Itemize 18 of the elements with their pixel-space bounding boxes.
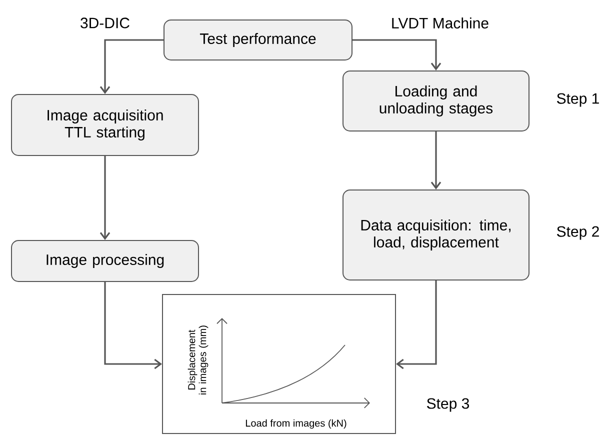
axis-title: Displacement in images (mm) [188,326,208,394]
step-label: Step 3 [427,398,470,412]
branch-label: LVDT Machine [392,18,488,28]
arrow [352,39,442,70]
arrow [100,39,164,94]
arrow [100,156,110,240]
arrow [430,132,442,190]
process-box: Loading and unloading stages [342,70,530,132]
process-box: Image processing [11,240,199,282]
process-box: Test performance [164,20,352,60]
step-label: Step 1 [557,93,599,107]
arrow [104,282,162,370]
branch-label: 3D-DIC [80,18,130,28]
axis-title: Load from images (kN) [246,419,346,429]
process-box: Data acquisition: time, load, displacement [342,190,530,280]
step-label: Step 2 [557,226,599,240]
arrow [396,280,437,370]
process-box: Image acquisition TTL starting [11,94,199,156]
